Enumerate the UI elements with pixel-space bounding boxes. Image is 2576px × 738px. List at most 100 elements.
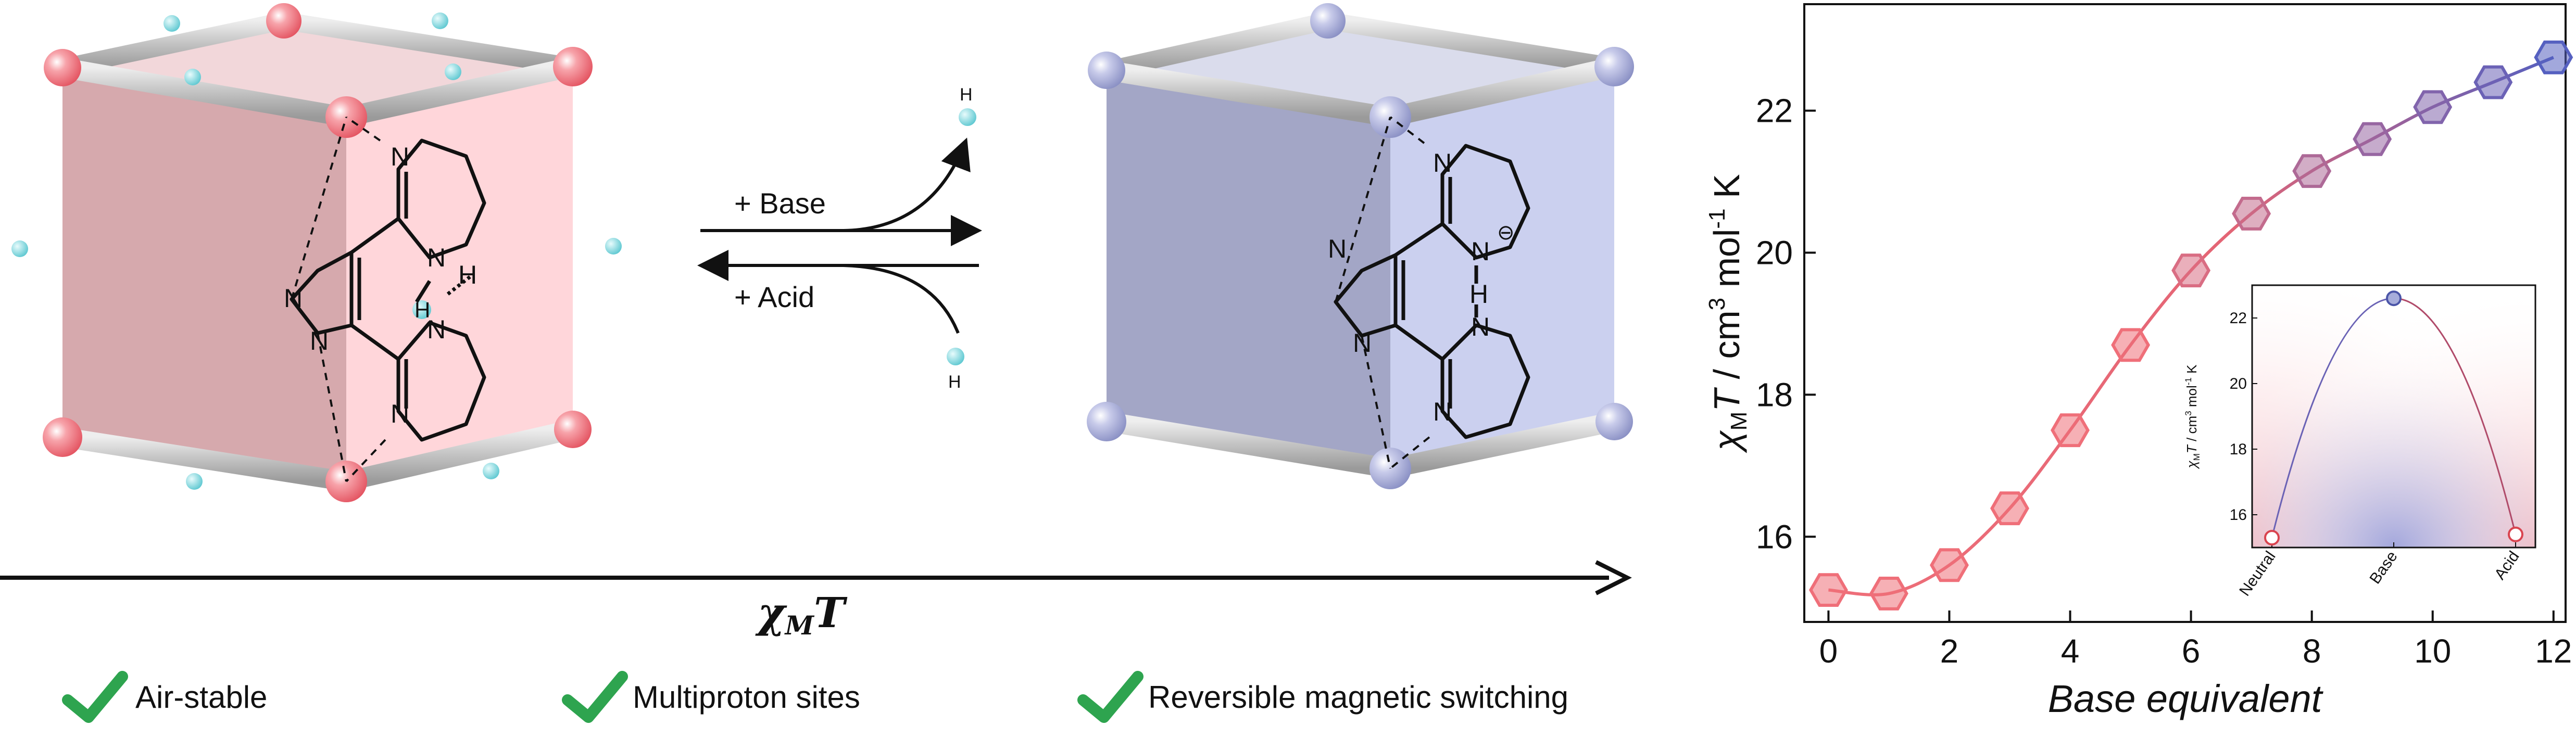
- proton-icon: [959, 108, 976, 126]
- metal-node: [43, 417, 82, 457]
- cube-front-face: [1107, 70, 1390, 468]
- x-tick-label: 2: [1940, 632, 1959, 670]
- x-axis-title: Base equivalent: [2048, 677, 2324, 720]
- inset-x-tick-label: Acid: [2491, 548, 2523, 583]
- inset-x-ticks: Neutral Base Acid: [2236, 542, 2523, 599]
- atom-label: N: [427, 243, 446, 272]
- atom-label: N: [1433, 397, 1452, 426]
- ligand-structure-deprotonated: [1334, 116, 1530, 469]
- cube-frame: [1097, 12, 1624, 479]
- data-point: [2111, 328, 2151, 362]
- metal-node: [1087, 402, 1126, 441]
- proton-icon: [947, 348, 964, 365]
- data-point: [2353, 122, 2392, 156]
- metal-node: [266, 3, 301, 39]
- atom-labels-neutral: N N N N N N H H: [284, 142, 477, 428]
- x-tick-label: 6: [2182, 632, 2201, 670]
- atom-label: N: [284, 284, 303, 313]
- metal-node: [1594, 47, 1634, 86]
- plot-frame: [1803, 3, 2567, 623]
- y-ticks: 16 18 20 22: [1756, 92, 1816, 555]
- cube-deprotonated: N N N N N N H ⊖: [1087, 3, 1634, 489]
- feature-list: Air-stable Multiproton sites Reversible …: [62, 671, 1568, 723]
- y-tick-label: 18: [1756, 376, 1793, 413]
- y-tick-label: 20: [1756, 234, 1793, 272]
- cube-frame: [53, 12, 583, 492]
- atom-label: N: [1328, 234, 1347, 263]
- atom-label: N: [1471, 237, 1490, 266]
- atom-label: N: [1353, 328, 1372, 358]
- feature-item: Reversible magnetic switching: [1077, 671, 1568, 723]
- proton-label-top: H: [960, 85, 973, 105]
- y-axis-title: χMT / cm3 mol-1 K: [1704, 174, 1752, 453]
- proton-uptake-curve: [843, 264, 960, 334]
- data-point: [2292, 154, 2332, 188]
- data-point: [2534, 40, 2573, 74]
- y-tick-label: 16: [1756, 518, 1793, 555]
- proton-markers: [11, 12, 622, 490]
- proton-label-bottom: H: [948, 372, 961, 392]
- check-icon: [562, 671, 628, 723]
- check-icon: [62, 671, 128, 723]
- metal-node: [1595, 403, 1633, 440]
- inset-points: [2264, 290, 2523, 546]
- inset-point: [2508, 526, 2523, 542]
- metal-node: [553, 47, 593, 86]
- atom-label: H: [458, 260, 477, 289]
- inset-y-tick-label: 16: [2230, 506, 2247, 524]
- x-tick-label: 4: [2061, 632, 2080, 670]
- atom-label: N: [427, 315, 446, 344]
- cube-side-face: [346, 67, 573, 481]
- x-tick-label: 10: [2414, 632, 2451, 670]
- atom-label: H: [1469, 279, 1488, 309]
- inset-x-tick-label: Base: [2366, 548, 2401, 587]
- chi-mt-label: χMT: [755, 588, 848, 641]
- x-tick-label: 12: [2535, 632, 2572, 670]
- cube-neutral: N N N N N N H H: [11, 3, 622, 502]
- reaction-scheme: + Base + Acid H H: [697, 85, 982, 392]
- inset-y-tick-label: 22: [2230, 310, 2247, 327]
- data-point: [2051, 413, 2090, 448]
- data-point: [2413, 90, 2453, 124]
- atom-label: N: [310, 326, 329, 355]
- x-tick-label: 0: [1819, 632, 1838, 670]
- feature-label: Multiproton sites: [633, 680, 860, 715]
- cube-side-face: [1390, 67, 1614, 468]
- feature-item: Air-stable: [62, 671, 267, 723]
- forward-label: + Base: [734, 187, 826, 220]
- inset-y-tick-label: 18: [2230, 441, 2247, 458]
- y-tick-label: 22: [1756, 92, 1793, 130]
- inset-y-ticks: 16 18 20 22: [2230, 310, 2257, 524]
- inset-point: [2386, 290, 2402, 307]
- feature-item: Multiproton sites: [562, 671, 860, 723]
- inset-curve: [2271, 297, 2517, 538]
- reverse-label: + Acid: [734, 281, 814, 313]
- data-points: [1808, 40, 2573, 610]
- inset-line-base: [2271, 297, 2394, 538]
- data-point: [1869, 577, 1908, 610]
- check-icon: [1077, 671, 1144, 723]
- metal-node: [1088, 52, 1125, 89]
- inset-y-axis-title: χMT / cm3 mol-1 K: [2183, 364, 2202, 469]
- proton-release-arrow: [843, 137, 971, 232]
- metal-node: [1310, 3, 1346, 39]
- inset-y-tick-label: 20: [2230, 375, 2247, 392]
- inset-line-acid: [2393, 297, 2517, 535]
- data-point: [2473, 65, 2513, 99]
- atom-label: N: [1471, 312, 1490, 341]
- charge-label: ⊖: [1497, 221, 1515, 244]
- chi-mt-axis-arrow: χMT: [0, 560, 1632, 641]
- metal-node: [44, 49, 81, 86]
- atom-label: H: [414, 298, 430, 322]
- data-point: [1990, 491, 2029, 526]
- feature-label: Air-stable: [135, 680, 267, 715]
- atom-label: N: [391, 399, 409, 428]
- feature-label: Reversible magnetic switching: [1148, 680, 1568, 715]
- ligand-structure-neutral: [290, 116, 486, 482]
- atom-label: N: [1433, 148, 1452, 177]
- cube-front-face: [62, 68, 346, 481]
- inset-x-tick-label: Neutral: [2236, 548, 2279, 599]
